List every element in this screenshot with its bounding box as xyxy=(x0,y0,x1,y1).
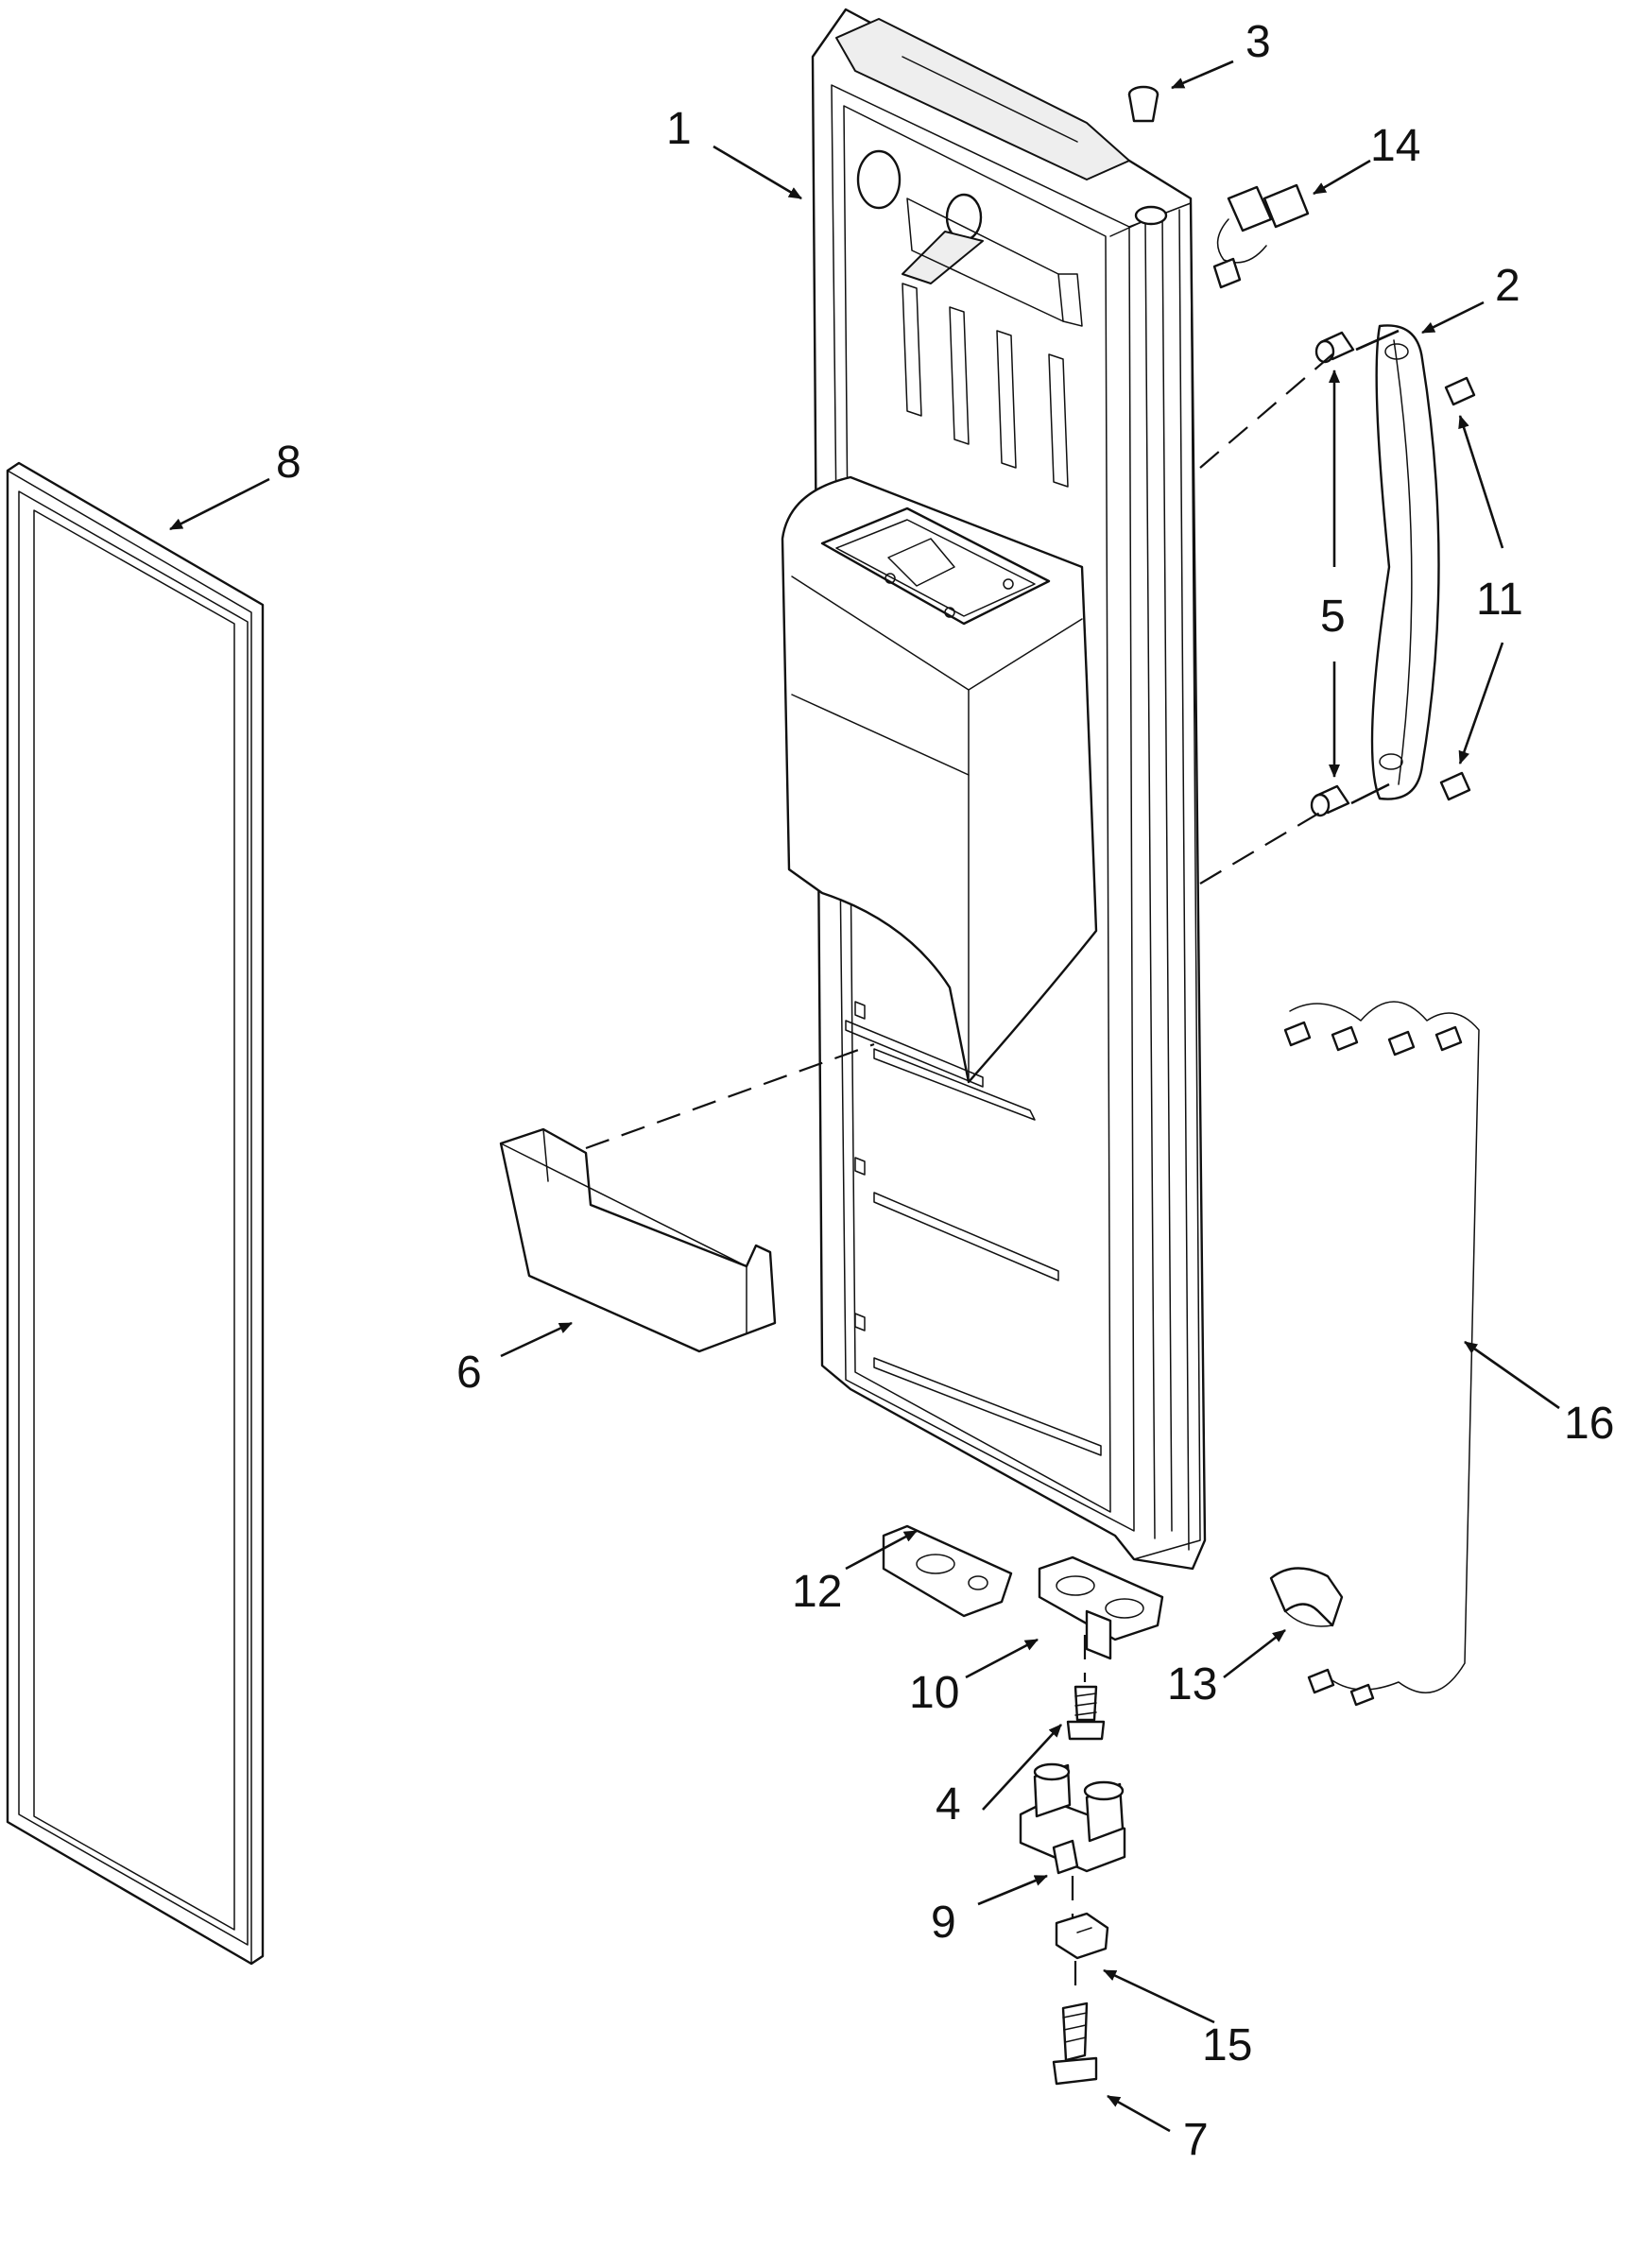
callout-13: 13 xyxy=(1167,1659,1217,1710)
callout-10: 10 xyxy=(909,1668,959,1718)
callout-16: 16 xyxy=(1564,1399,1614,1449)
callout-5: 5 xyxy=(1320,592,1346,642)
callout-9: 9 xyxy=(931,1898,956,1948)
hinge-bracket-part xyxy=(882,1524,1013,1618)
door-gasket-part xyxy=(6,461,265,1966)
callout-1: 1 xyxy=(666,104,692,154)
hinge-screw-part xyxy=(1052,2002,1098,2086)
callout-6: 6 xyxy=(456,1348,482,1398)
ice-door-mechanism xyxy=(856,149,1083,327)
wire-harness-part xyxy=(1283,1001,1480,1707)
callout-11: 11 xyxy=(1476,575,1523,625)
callout-15: 15 xyxy=(1202,2020,1252,2070)
callout-7: 7 xyxy=(1183,2115,1209,2165)
callout-3: 3 xyxy=(1245,17,1271,67)
plug-part xyxy=(1127,85,1168,226)
screw-part xyxy=(1066,1685,1106,1741)
wire-harness-connector-part xyxy=(1212,183,1310,289)
assembly-lines xyxy=(585,329,1400,1999)
door-handle-part xyxy=(1370,324,1440,800)
hinge-plate-part xyxy=(1038,1555,1164,1660)
liner-vent-slots xyxy=(902,283,1069,488)
callout-labels: 1 2 3 14 8 5 11 6 16 12 10 13 4 9 15 7 xyxy=(276,17,1614,2165)
door-shelf-rails xyxy=(845,1001,1102,1456)
callout-14: 14 xyxy=(1370,121,1420,171)
callout-4: 4 xyxy=(936,1779,961,1830)
clip-part xyxy=(1055,1912,1109,1960)
door-bin-part xyxy=(499,1127,777,1353)
callout-12: 12 xyxy=(792,1567,842,1617)
handle-stud-part xyxy=(1310,331,1355,817)
dispenser-housing xyxy=(781,475,1098,1084)
callout-8: 8 xyxy=(276,438,301,488)
set-screw-part xyxy=(1439,376,1476,801)
door-liner-part xyxy=(781,8,1207,1571)
hinge-bushing-part xyxy=(1019,1762,1126,1875)
wire-clamp-part xyxy=(1269,1567,1344,1627)
callout-2: 2 xyxy=(1495,261,1520,311)
leader-arrows xyxy=(169,60,1560,2133)
